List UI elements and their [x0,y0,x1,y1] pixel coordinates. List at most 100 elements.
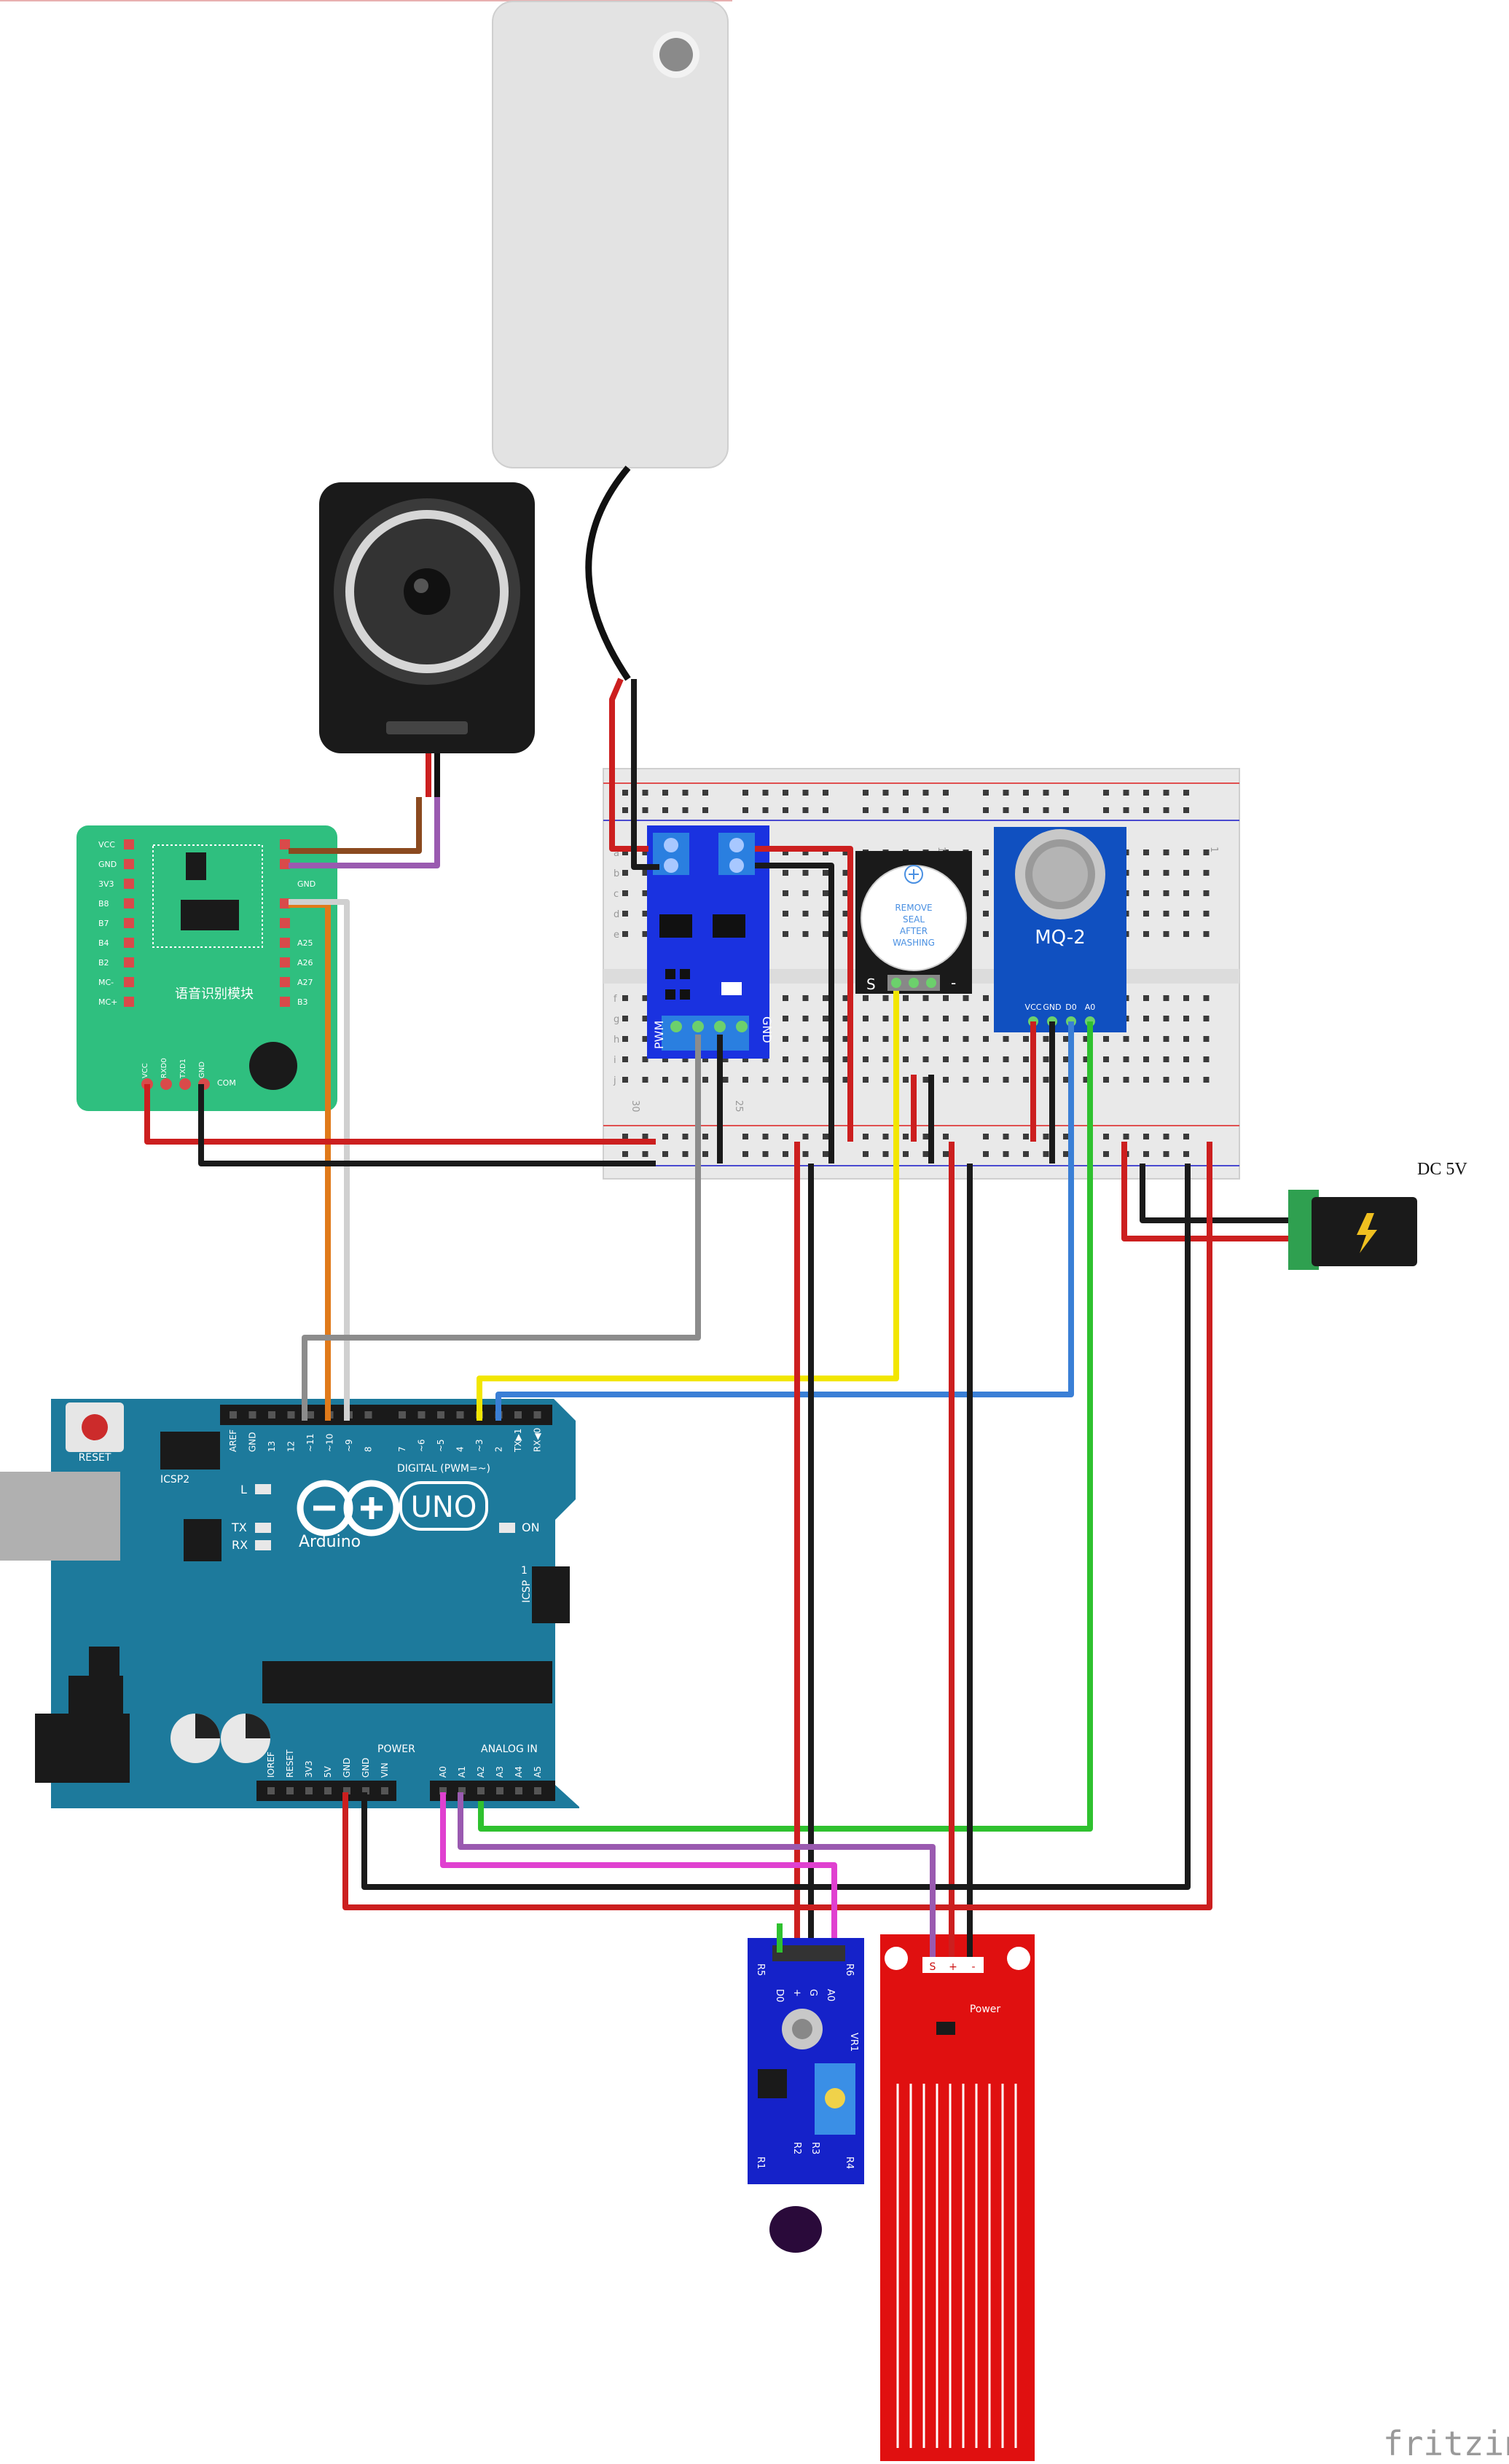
breadboard-hole [903,1036,909,1042]
breadboard-hole [823,850,828,855]
rail-hole [742,790,748,796]
breadboard-hole [1083,1077,1089,1083]
breadboard-hole [722,1077,729,1083]
breadboard-hole [802,995,809,1001]
header-pin [533,1411,541,1419]
breadboard-hole [1183,931,1189,937]
water-sensor-traces [896,2084,1017,2448]
rail-hole [1183,790,1189,796]
breadboard-hole [642,995,648,1001]
led-label-on: ON [522,1521,540,1534]
breadboard-hole [642,1036,648,1042]
breadboard-hole [622,1016,628,1021]
led-label-rx: RX [232,1538,248,1552]
breadboard-hole [783,1056,788,1062]
relay-gnd-label: GND [760,1016,774,1043]
breadboard-hole [642,931,648,937]
header-pin [514,1411,522,1419]
voice-com-label: COM [217,1078,236,1088]
rail-hole [1003,790,1009,796]
breadboard-hole [642,850,648,855]
water-pin-label: + [949,1961,957,1973]
water-pin-label: - [971,1961,975,1973]
rail-hole [1103,790,1109,796]
lightning-icon [1357,1213,1377,1253]
rail-hole [682,807,689,813]
breadboard-hole [823,870,828,876]
rail-hole [762,1151,769,1157]
digital-pin-label: AREF [228,1429,238,1452]
breadboard-hole [1023,1077,1029,1083]
arduino-logo-uno: UNO [411,1491,477,1524]
rail-hole [622,1151,628,1157]
breadboard-hole [1203,870,1210,876]
rail-hole [823,807,828,813]
breadboard-hole [1183,850,1189,855]
plus-icon [904,865,923,884]
rail-hole [1023,1134,1029,1139]
buzzer-seal-text: SEAL [903,914,925,925]
speaker [319,482,535,797]
rail-hole [1123,790,1129,796]
rail-hole [1183,807,1189,813]
breadboard-hole [802,1077,809,1083]
rail-hole [702,1151,708,1157]
rail-hole [983,790,989,796]
breadboard-hole [682,1077,689,1083]
rail-hole [903,807,909,813]
rail-hole [983,807,989,813]
rail-hole [882,790,889,796]
rail-hole [983,1134,989,1139]
power-pin-label: GND [361,1757,371,1778]
breadboard-hole [1203,911,1210,917]
ir-flame-sensor: R5 D0 + G A0 R6 VR1 R1 R2 R3 R4 [748,1938,864,2253]
header-pin [324,1787,332,1794]
breadboard-hole [823,931,828,937]
rail-hole [943,1151,949,1157]
breadboard-hole [642,911,648,917]
breadboard-hole [983,870,989,876]
buzzer-module: REMOVE SEAL AFTER WASHING S - [855,851,972,994]
relay-module: PWM GND [647,825,774,1059]
breadboard-hole [882,995,889,1001]
header-pin [439,1787,447,1794]
breadboard-row-label: g [614,1014,619,1025]
breadboard-hole [903,995,909,1001]
rail-hole [983,1151,989,1157]
digital-pin-label: ~5 [436,1439,446,1452]
analog-label: ANALOG IN [481,1743,538,1755]
breadboard-hole [882,1036,889,1042]
breadboard-hole [882,1016,889,1021]
breadboard-hole [823,1077,828,1083]
breadboard-hole [1043,1077,1049,1083]
reset-button[interactable] [82,1414,108,1440]
breadboard-hole [963,1077,969,1083]
digital-pin-label: 13 [267,1441,277,1452]
buzzer-seal-text: WASHING [893,938,935,948]
rail-hole [922,807,929,813]
breadboard-hole [742,1077,748,1083]
barrel-jack [35,1714,130,1783]
power-pin-label: IOREF [266,1751,276,1778]
rail-hole [1163,1151,1169,1157]
breadboard-hole [1203,1016,1210,1021]
breadboard-hole [983,911,989,917]
ir-label: R4 [844,2157,855,2169]
breadboard-hole [1163,1016,1169,1021]
speaker-cone-icon [404,568,450,615]
breadboard-hole [943,995,949,1001]
header-pin [496,1787,503,1794]
breadboard-hole [1163,1077,1169,1083]
header-pin [477,1787,485,1794]
icsp-label: ICSP [521,1580,533,1603]
breadboard-hole [642,890,648,896]
rail-hole [642,790,648,796]
breadboard-hole [783,995,788,1001]
voice-left-pin-label: VCC [98,840,115,850]
breadboard-hole [1023,1036,1029,1042]
icsp2-label: ICSP2 [160,1474,189,1486]
breadboard-hole [1183,995,1189,1001]
breadboard-hole [1143,1036,1149,1042]
breadboard-hole [1183,911,1189,917]
voice-left-pin-label: GND [98,860,117,869]
